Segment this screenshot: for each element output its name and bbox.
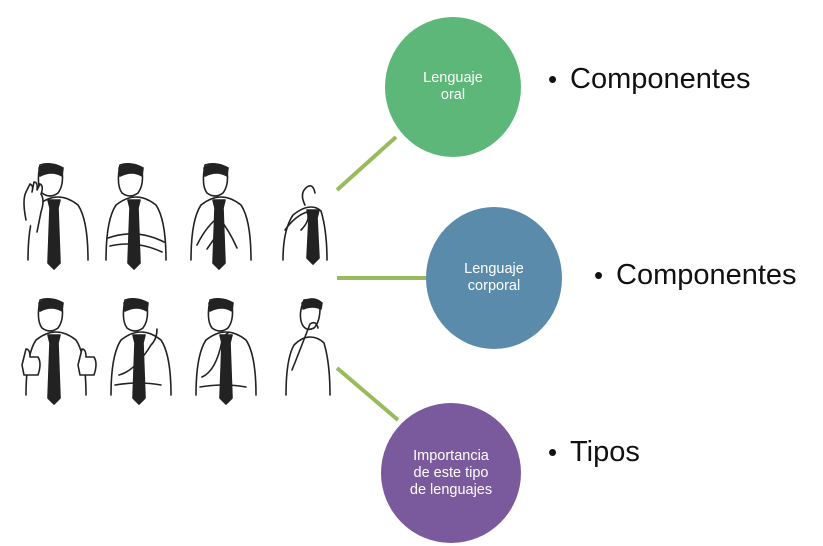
bullet-componentes-corporal: • Componentes xyxy=(594,259,797,292)
bullet-text: Componentes xyxy=(616,259,797,291)
connector-oral xyxy=(335,135,398,192)
bullet-tipos: • Tipos xyxy=(548,436,640,469)
person-thinking-icon xyxy=(110,298,172,405)
person-hand-raised-icon xyxy=(23,163,89,270)
node-label: Lenguaje corporal xyxy=(464,261,524,294)
person-thumbs-up-icon xyxy=(21,298,97,405)
node-importancia: Importancia de este tipo de lenguajes xyxy=(381,403,521,543)
bullet-text: Componentes xyxy=(570,63,751,95)
bullet-dot-icon: • xyxy=(548,437,558,467)
person-arms-crossed-icon xyxy=(105,163,167,270)
node-lenguaje-oral: Lenguaje oral xyxy=(385,17,521,157)
bullet-text: Tipos xyxy=(570,436,640,468)
bullet-componentes-oral: • Componentes xyxy=(548,63,751,96)
bullet-dot-icon: • xyxy=(594,260,604,290)
node-label: Importancia de este tipo de lenguajes xyxy=(409,447,493,498)
node-label: Lenguaje oral xyxy=(423,70,483,103)
person-hand-on-tie-icon xyxy=(282,185,328,265)
node-lenguaje-corporal: Lenguaje corporal xyxy=(426,207,562,349)
person-clapping-icon xyxy=(190,163,252,270)
people-gestures-illustration xyxy=(21,163,331,405)
person-worried-icon xyxy=(195,298,257,405)
connector-importancia xyxy=(335,366,400,422)
bullet-dot-icon: • xyxy=(548,64,558,94)
person-hand-on-mouth-icon xyxy=(285,298,331,396)
